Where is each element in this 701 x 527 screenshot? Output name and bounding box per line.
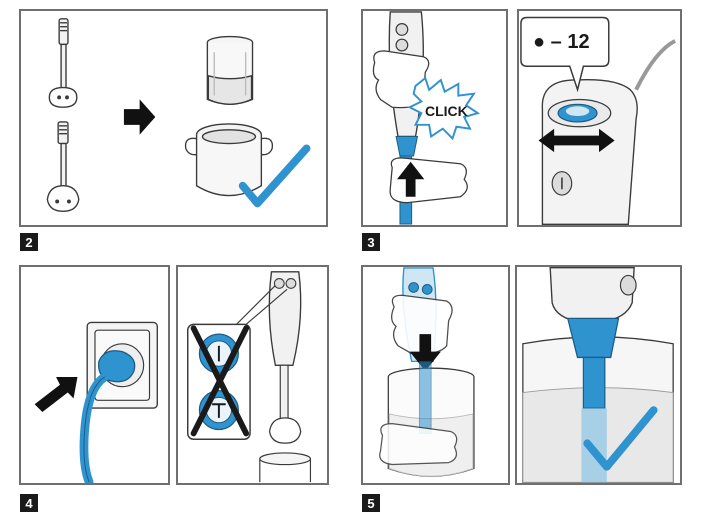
step-number-2: 2 (20, 233, 38, 251)
panel-step5-detail (515, 265, 682, 485)
step-number-4: 4 (20, 494, 38, 512)
step5-beaker-illustration (379, 267, 475, 477)
step5-detail-illustration (522, 267, 674, 483)
blender-foot (268, 417, 302, 444)
power-cable (634, 39, 677, 91)
panel-step4-buttons (176, 265, 329, 485)
right-arrow-icon (123, 99, 156, 135)
speed-dial-illustration (520, 16, 677, 225)
cooking-pot (184, 123, 274, 197)
speed-callout (520, 16, 610, 93)
step3-click-illustration (372, 11, 481, 225)
step-number-3: 3 (362, 233, 380, 251)
blender-coupling (566, 317, 620, 359)
motor-unit (268, 271, 302, 366)
panel-step2-attachments (19, 9, 328, 227)
click-burst (407, 76, 481, 141)
speed-range-label: ● – 12 (533, 31, 590, 53)
measuring-beaker (206, 35, 254, 105)
blender-foot-attachment-1 (48, 18, 78, 108)
button-icon (395, 38, 409, 52)
hand-icon (379, 423, 458, 466)
down-arrow-icon (409, 334, 441, 372)
step2-illustration (46, 18, 311, 212)
panel-step4-socket (19, 265, 170, 485)
socket-illustration (34, 321, 158, 483)
button-icon (421, 284, 433, 295)
blender-foot-attachment-2 (46, 121, 80, 212)
blender-shaft (418, 360, 432, 434)
motor-unit (549, 267, 635, 323)
hand-icon (389, 157, 468, 204)
right-arrow-icon (34, 376, 78, 412)
checkmark-icon (238, 144, 311, 208)
button-icon (285, 278, 297, 289)
button-icon (273, 278, 285, 289)
checkmark-icon (583, 406, 658, 471)
panel-step5-beaker (361, 265, 510, 485)
button-icon (395, 23, 409, 36)
prohibited-x-icon (190, 325, 250, 437)
step-number-5: 5 (362, 494, 380, 512)
buttons-illustration (187, 271, 312, 483)
double-arrow-icon (538, 128, 615, 153)
panel-step3-click: CLICK (361, 9, 508, 227)
button-icon (408, 282, 419, 293)
blender-shaft (582, 356, 606, 409)
click-label: CLICK (425, 103, 468, 119)
panel-speed-dial: ● – 12 (517, 9, 682, 227)
